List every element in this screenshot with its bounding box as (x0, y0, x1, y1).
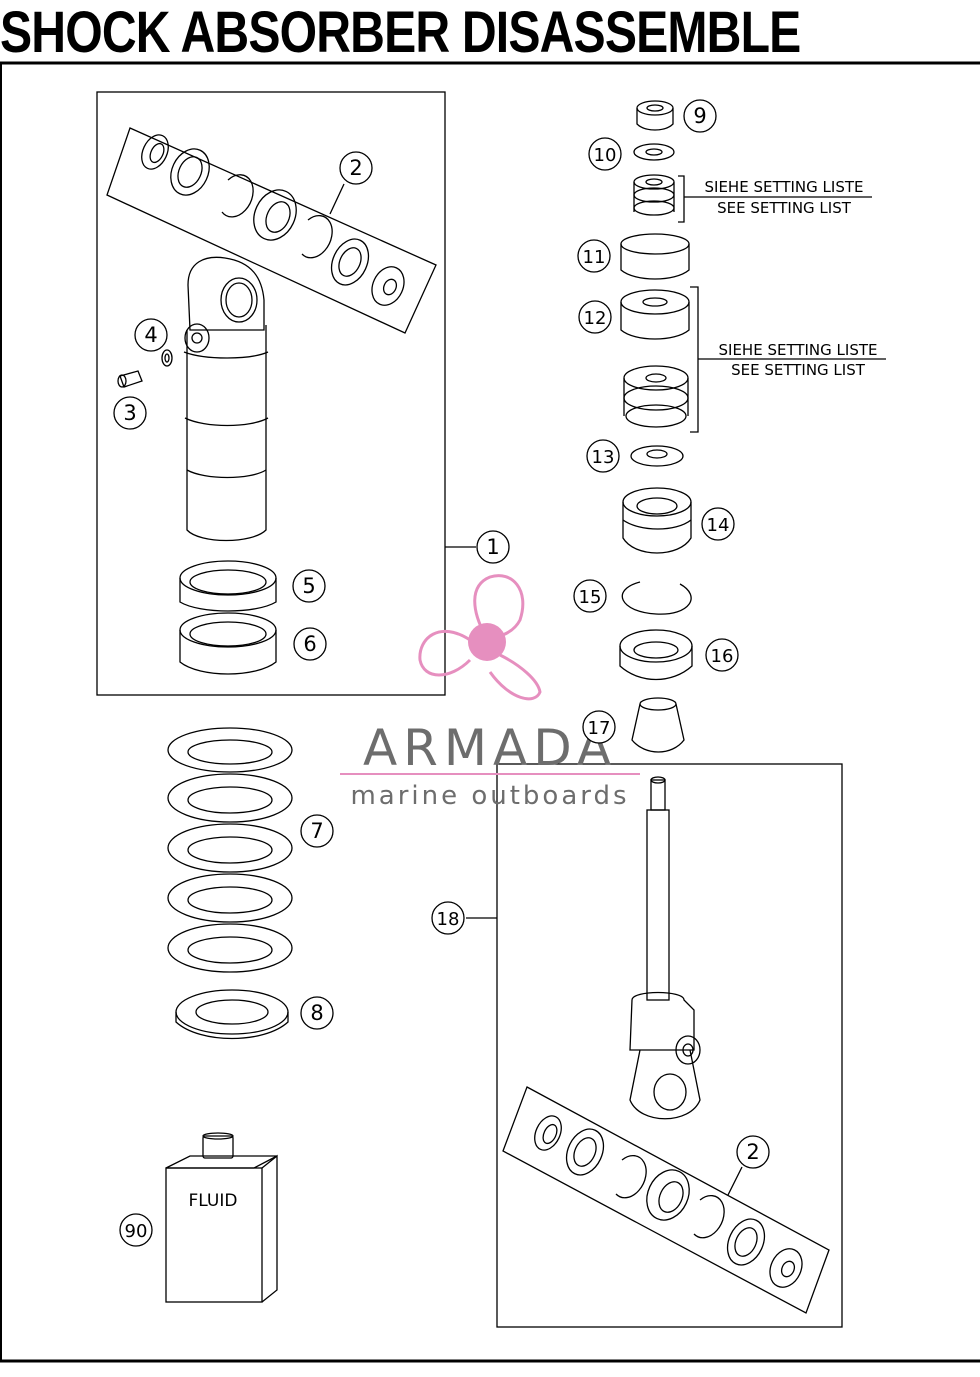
damper-rod-group-box (496, 763, 843, 1328)
bearing-kit-top (106, 127, 437, 334)
callout-9[interactable]: 9 (683, 99, 717, 133)
fluid-bottle-label: FLUID (189, 1191, 238, 1211)
nut-part-6 (179, 612, 277, 675)
callout-18[interactable]: 18 (431, 901, 465, 935)
callout-3[interactable]: 3 (113, 396, 147, 430)
shim-stack-top (633, 174, 675, 216)
svg-text:7: 7 (310, 819, 323, 843)
fluid-bottle-part-90 (165, 1132, 278, 1303)
callout-6[interactable]: 6 (293, 627, 327, 661)
screw-part-3 (117, 370, 143, 388)
armada-propeller-logo (418, 574, 542, 701)
svg-text:2: 2 (349, 156, 362, 180)
svg-text:14: 14 (707, 515, 730, 536)
piston-band-part-11 (620, 233, 690, 280)
callout-16[interactable]: 16 (705, 638, 739, 672)
shock-assembly-group-box (96, 91, 446, 696)
callout-11[interactable]: 11 (577, 239, 611, 273)
watermark-tagline: marine outboards (350, 781, 629, 811)
callout-1[interactable]: 1 (476, 530, 510, 564)
callout-12[interactable]: 12 (578, 300, 612, 334)
callout-8[interactable]: 8 (300, 996, 334, 1030)
svg-text:4: 4 (144, 323, 157, 347)
svg-text:2: 2 (746, 1140, 759, 1164)
spring-retainer-part-8 (175, 989, 289, 1040)
callout-90[interactable]: 90 (119, 1213, 153, 1247)
svg-text:17: 17 (588, 718, 611, 739)
svg-text:90: 90 (125, 1221, 148, 1242)
shock-body (183, 256, 269, 542)
svg-text:13: 13 (592, 447, 615, 468)
callout-14[interactable]: 14 (701, 507, 735, 541)
setting-note-1-german: SIEHE SETTING LISTE (705, 178, 864, 196)
spring-part-7 (167, 727, 293, 973)
shim-stack-bottom (623, 365, 689, 428)
watermark-brand: ARMADA (363, 719, 617, 777)
callout-15[interactable]: 15 (573, 579, 607, 613)
nut-part-9 (636, 100, 674, 131)
seal-holder-part-14 (622, 487, 692, 554)
svg-text:1: 1 (486, 535, 499, 559)
washer-part-4 (161, 349, 173, 367)
setting-bracket-1 (678, 175, 872, 223)
bump-stop-part-17 (631, 697, 685, 753)
setting-note-2-german: SIEHE SETTING LISTE (719, 341, 878, 359)
callout-5[interactable]: 5 (292, 569, 326, 603)
svg-text:5: 5 (302, 574, 315, 598)
svg-text:8: 8 (310, 1001, 323, 1025)
callouts: 1 2 3 4 5 6 7 8 9 10 11 12 13 14 15 16 1… (113, 99, 770, 1247)
svg-text:15: 15 (579, 587, 602, 608)
svg-text:9: 9 (693, 104, 706, 128)
callout-13[interactable]: 13 (586, 439, 620, 473)
callout-4[interactable]: 4 (134, 318, 168, 352)
callout-7[interactable]: 7 (300, 814, 334, 848)
callout-17[interactable]: 17 (582, 710, 616, 744)
svg-text:12: 12 (584, 308, 607, 329)
seal-part-16 (619, 629, 693, 681)
washer-part-13 (630, 445, 684, 467)
piston-part-12 (620, 289, 690, 340)
diagram-frame (0, 61, 980, 1363)
washer-part-10 (633, 143, 675, 161)
callout-2-bottom[interactable]: 2 (736, 1135, 770, 1169)
svg-text:3: 3 (123, 401, 136, 425)
leader-lines (329, 183, 743, 1196)
svg-text:11: 11 (583, 247, 606, 268)
damper-rod-part-18 (629, 776, 701, 1120)
setting-bracket-2 (690, 286, 886, 433)
setting-note-1-english: SEE SETTING LIST (717, 199, 852, 217)
circlip-part-15 (621, 581, 692, 615)
svg-text:18: 18 (437, 909, 460, 930)
diagram-title: SHOCK ABSORBER DISASSEMBLE (0, 0, 801, 65)
setting-note-2-english: SEE SETTING LIST (731, 361, 866, 379)
callout-2-top[interactable]: 2 (339, 151, 373, 185)
svg-text:16: 16 (711, 646, 734, 667)
svg-text:6: 6 (303, 632, 316, 656)
callout-10[interactable]: 10 (588, 137, 622, 171)
bearing-kit-bottom (502, 1086, 830, 1314)
nut-part-5 (179, 560, 277, 612)
svg-text:10: 10 (594, 145, 617, 166)
